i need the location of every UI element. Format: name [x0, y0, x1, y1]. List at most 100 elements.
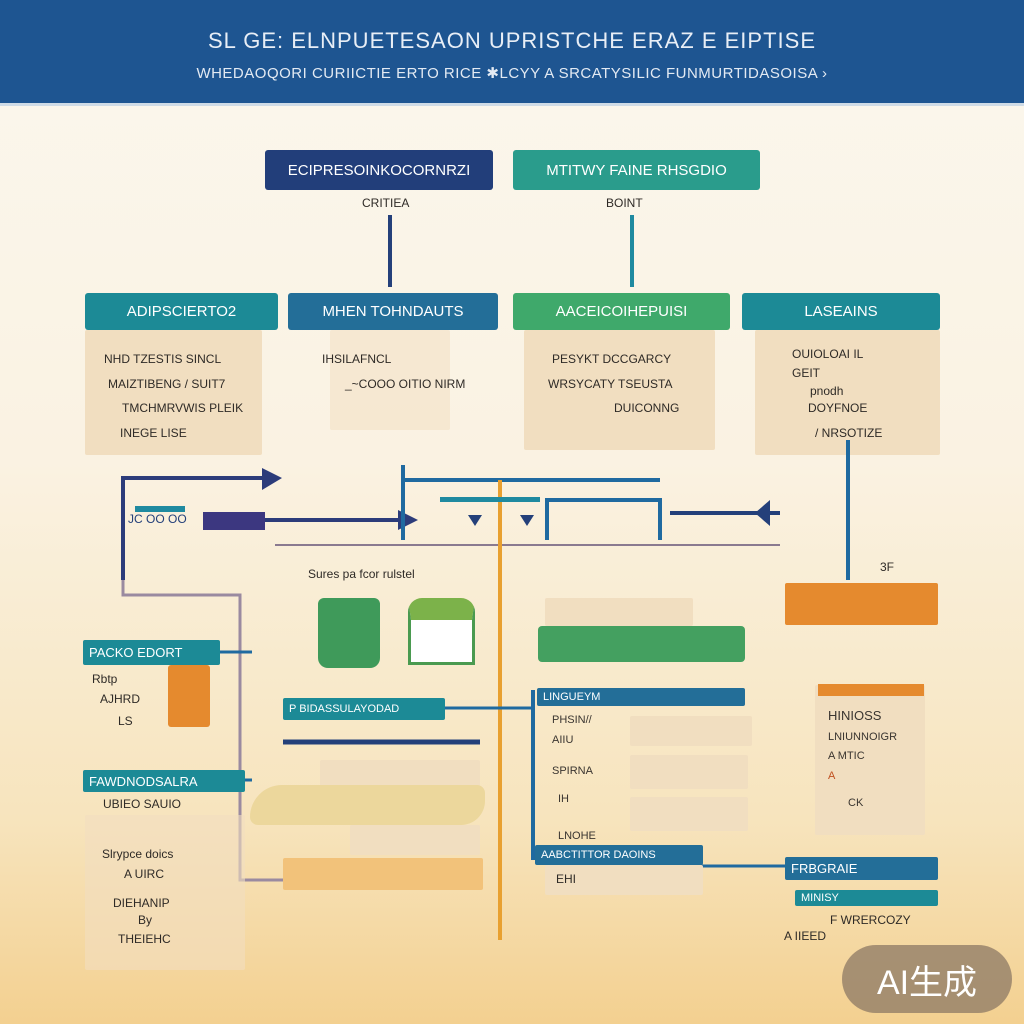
- column-panel-2: [330, 330, 450, 430]
- funnel-icon: [468, 515, 482, 526]
- list-text: Rbtp: [92, 672, 118, 686]
- panel-text: IHSILAFNCL: [322, 352, 392, 366]
- page-title: SL GE: ELNPUETESAON UPRISTCHE ERAZ E EIP…: [208, 28, 816, 53]
- list-item: HINIOSS: [828, 708, 882, 723]
- panel-text: OUIOLOAI IL: [792, 347, 864, 361]
- column-label: MHEN TOHNDAUTS: [322, 303, 464, 320]
- connector: [388, 215, 392, 287]
- list-item: A: [828, 770, 836, 782]
- panel-text: INEGE LISE: [120, 426, 187, 440]
- top-node-2[interactable]: MTITWY FAINE RHSGDIO: [513, 150, 760, 190]
- funnel-icon: [520, 515, 534, 526]
- value-panel: [545, 865, 703, 895]
- list-text: F WRERCOZY: [830, 913, 911, 927]
- label-box[interactable]: PACKO EDORT: [83, 640, 220, 665]
- column-header-2[interactable]: MHEN TOHNDAUTS: [288, 293, 498, 330]
- list-text: UBIEO SAUIO: [103, 797, 182, 811]
- dot-bar: [440, 497, 540, 502]
- node-caption: CRITIEA: [362, 196, 410, 210]
- top-node-1[interactable]: ECIPRESOINKOCORNRZI: [265, 150, 493, 190]
- list-item: IH: [558, 793, 569, 805]
- far-right-sublabel[interactable]: MINISY: [795, 890, 938, 906]
- label-text: LINGUEYM: [543, 691, 601, 703]
- arrow-head: [262, 468, 282, 490]
- column-header-3[interactable]: AACEICOIHEPUISI: [513, 293, 730, 330]
- node-caption: BOINT: [606, 196, 643, 210]
- center-label[interactable]: P BIDASSULAYODAD: [283, 698, 445, 720]
- column-header-4[interactable]: LASEAINS: [742, 293, 940, 330]
- column-panel-1: [85, 330, 262, 455]
- node-label: MTITWY FAINE RHSGDIO: [546, 161, 727, 179]
- arrow-line: [121, 476, 265, 580]
- panel-text: DUICONNG: [614, 401, 680, 415]
- column-label: ADIPSCIERTO2: [126, 303, 237, 320]
- list-text: LS: [118, 714, 133, 728]
- list-text: AJHRD: [100, 692, 141, 706]
- dots-text: JC OO OO: [128, 512, 187, 526]
- column-label: LASEAINS: [804, 303, 878, 320]
- column-label: AACEICOIHEPUISI: [555, 303, 688, 320]
- connector: [545, 498, 662, 540]
- list-text: A UIRC: [124, 867, 165, 881]
- panel-text: MAIZTIBENG / SUIT7: [108, 377, 226, 391]
- label-box[interactable]: FAWDNODSALRA: [83, 770, 245, 792]
- window-icon: [408, 598, 475, 665]
- panel-text: / NRSOTIZE: [815, 426, 883, 440]
- connector: [630, 215, 634, 287]
- panel-text: WRSYCATY TSEUSTA: [548, 377, 673, 391]
- orange-bar: [785, 583, 938, 625]
- list-item: PHSIN//: [552, 714, 592, 726]
- page-subtitle: WHEDAOQORI CURIICTIE ERTO RICE ✱LCYY A S…: [196, 65, 828, 82]
- list-text: Slrypce doics: [102, 847, 174, 861]
- header-banner: [0, 0, 1024, 106]
- list-item: SPIRNA: [552, 765, 593, 777]
- column-panel-3: [524, 330, 715, 450]
- arrow-head: [755, 500, 770, 526]
- column-panel-4: [755, 330, 940, 455]
- label-text: AABCTITTOR DAOINS: [541, 849, 656, 861]
- label-text: PACKO EDORT: [89, 645, 183, 660]
- panel-text: TMCHMRVWIS PLEIK: [122, 401, 244, 415]
- list-item: AIIU: [552, 734, 574, 746]
- green-tray: [538, 626, 745, 662]
- panel-text: PESYKT DCCGARCY: [552, 352, 672, 366]
- column-header-1[interactable]: ADIPSCIERTO2: [85, 293, 278, 330]
- label-text: FAWDNODSALRA: [89, 773, 198, 789]
- center-bar: [320, 760, 480, 788]
- side-note: 3F: [880, 560, 895, 574]
- list-item: CK: [848, 797, 864, 809]
- list-item: LNOHE: [558, 830, 596, 842]
- panel-text: GEIT: [792, 366, 821, 380]
- far-right-label[interactable]: FRBGRAIE: [785, 857, 938, 880]
- list-text: A IIEED: [784, 929, 827, 943]
- ai-generated-watermark: AI生成: [842, 945, 1012, 1013]
- orange-block: [168, 665, 210, 727]
- list-field[interactable]: [630, 755, 748, 789]
- panel-text: NHD TZESTIS SINCL: [104, 352, 222, 366]
- panel-text: pnodh: [810, 384, 844, 398]
- shelf-block: [283, 858, 483, 890]
- node-label: ECIPRESOINKOCORNRZI: [287, 161, 471, 179]
- list-item: LNIUNNOIGR: [828, 731, 898, 743]
- list-footer-label[interactable]: AABCTITTOR DAOINS: [535, 845, 703, 865]
- list-header[interactable]: LINGUEYM: [537, 688, 745, 706]
- list-text: By: [138, 913, 153, 927]
- list-item: A MTIC: [828, 750, 865, 762]
- bin-icon: [318, 598, 380, 668]
- list-text: THEIEHC: [118, 932, 171, 946]
- label-text: FRBGRAIE: [791, 861, 858, 876]
- far-right-panel: [815, 685, 925, 835]
- panel-text: DOYFNOE: [808, 401, 868, 415]
- connector: [121, 580, 285, 882]
- value-text: EHI: [556, 872, 577, 886]
- label-text: MINISY: [801, 892, 839, 904]
- center-bar: [350, 825, 480, 855]
- section-caption: Sures pa fcor rulstel: [308, 567, 415, 581]
- arrow-block: [203, 512, 265, 530]
- list-field[interactable]: [630, 797, 748, 831]
- info-bar: [545, 598, 693, 626]
- panel-top-bar: [818, 684, 924, 696]
- list-field[interactable]: [630, 716, 752, 746]
- list-text: DIEHANIP: [113, 896, 170, 910]
